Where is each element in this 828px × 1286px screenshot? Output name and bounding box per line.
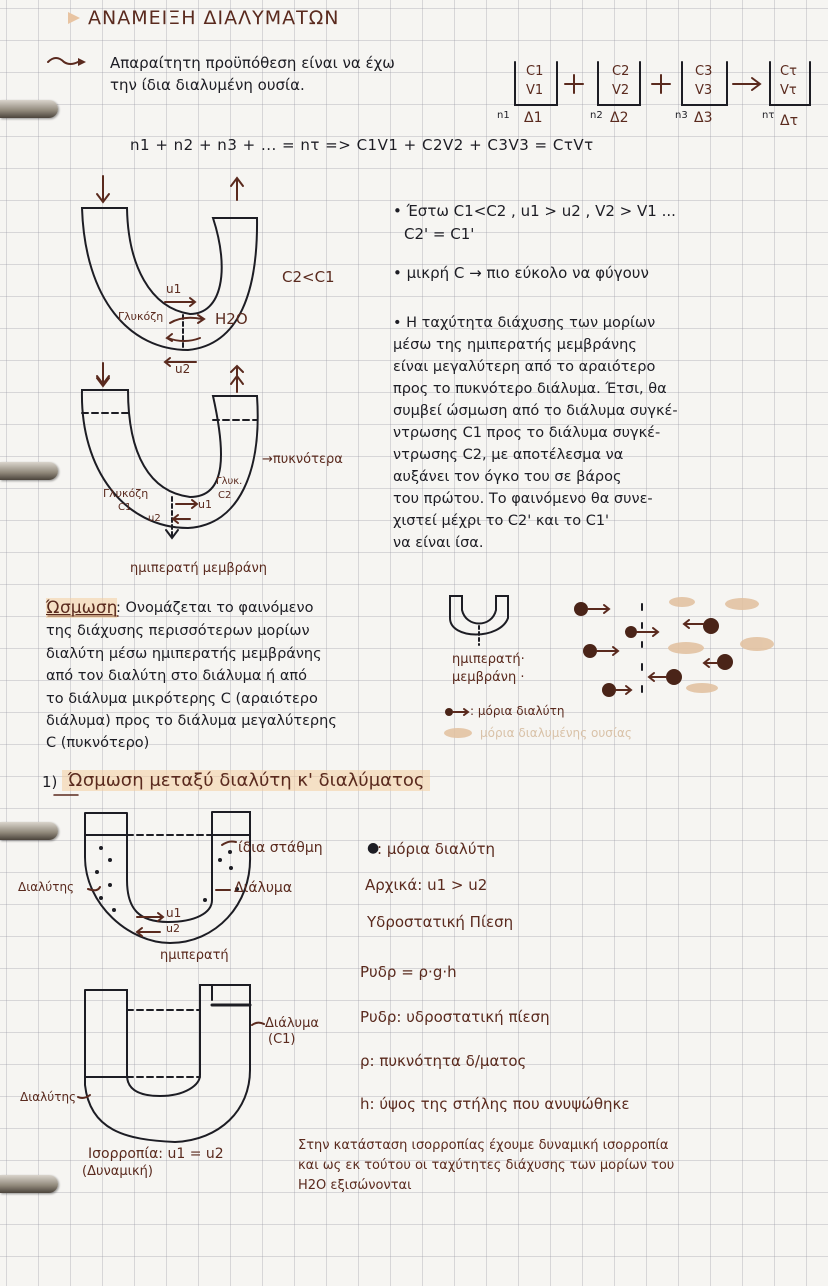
- note-bullet-1: • Έστω C1<C2 , u1 > u2 , V2 > V1 ...: [393, 202, 676, 220]
- legend-solute: μόρια διαλυμένης ουσίας: [480, 726, 632, 740]
- diagram2-c1: C1: [118, 502, 132, 513]
- diagram1-u1: u1: [166, 282, 182, 296]
- intro-line-2: την ίδια διαλυμένη ουσία.: [110, 76, 305, 94]
- osmosis-term: Ώσμωση: [46, 598, 118, 618]
- box-deltat: Δτ: [780, 113, 799, 129]
- conclusion-line2: και ως εκ τούτου οι ταχύτητες διάχυσης τ…: [298, 1158, 675, 1173]
- box-c3: C3: [695, 64, 713, 79]
- legend-solvent: : μόρια διαλύτη: [470, 704, 565, 718]
- osmosis-def-line1: : Ονομάζεται το φαινόμενο: [116, 600, 314, 616]
- binder-ring: [0, 462, 58, 480]
- diagram4-solvent: Διαλύτης: [20, 1090, 77, 1104]
- diagram2-glucose-right: Γλυκ.: [216, 476, 243, 487]
- diagram4-solution: Διάλυμα: [265, 1016, 319, 1031]
- section1-formula: Pυδρ = ρ·g·h: [360, 963, 457, 981]
- diagram2-denser: →πυκνότερα: [262, 452, 343, 467]
- section1-title: Ώσμωση μεταξύ διαλύτη κ' διαλύματος: [62, 770, 431, 791]
- diagram3-solvent: Διαλύτης: [18, 880, 75, 894]
- diagram1-glucose: Γλυκόζη: [118, 310, 164, 323]
- intro-line-1: Απαραίτητη προϋπόθεση είναι να έχω: [110, 54, 395, 72]
- diagram2-u1: u1: [198, 498, 212, 511]
- box-c2: C2: [612, 64, 630, 79]
- box-v1: V1: [526, 83, 544, 98]
- osmosis-def-line6: διάλυμα) προς το διάλυμα μεγαλύτερης: [46, 713, 337, 729]
- diagram1-water: H2O: [215, 310, 248, 328]
- box-delta2: Δ2: [610, 110, 629, 126]
- legend-membrane-line2: μεμβράνη ·: [452, 670, 525, 685]
- section1-def-rho: ρ: πυκνότητα δ/ματος: [360, 1052, 527, 1070]
- binder-ring: [0, 100, 58, 118]
- diagram3-u2: u2: [166, 922, 180, 935]
- box-v3: V3: [695, 83, 713, 98]
- section1-initially: Αρχικά: u1 > u2: [365, 876, 488, 894]
- box-vt: Vτ: [780, 83, 797, 98]
- mixing-equation: n1 + n2 + n3 + ... = nτ => C1V1 + C2V2 +…: [130, 136, 594, 154]
- note-bullet-1-line2: C2' = C1': [404, 225, 475, 243]
- diagram3-same-level: ίδια στάθμη: [238, 840, 323, 856]
- section1-number: 1): [42, 773, 58, 791]
- diagram2-c2: C2: [218, 490, 232, 501]
- section1-hydrostatic-title: Υδροστατική Πίεση: [367, 913, 514, 931]
- diagram2-u2: u2: [148, 513, 161, 524]
- diagram2-glucose-left: Γλυκόζη: [103, 487, 149, 500]
- conclusion-line3: H2O εξισώνονται: [298, 1178, 412, 1193]
- binder-ring: [0, 822, 58, 840]
- note-bullet-2: • μικρή C → πιο εύκολο να φύγουν: [393, 264, 649, 282]
- diagram4-solution-c: (C1): [268, 1032, 296, 1047]
- diagram1-u2: u2: [175, 362, 191, 376]
- section1-dot-icon: ●: [367, 840, 380, 856]
- note-bullet-3: • Η ταχύτητα διάχυσης των μορίων μέσω τη…: [393, 315, 678, 551]
- box-nt: nτ: [762, 110, 775, 121]
- box-delta3: Δ3: [694, 110, 713, 126]
- diagram3-membrane: ημιπερατή: [160, 948, 229, 963]
- box-v2: V2: [612, 83, 630, 98]
- box-n1: n1: [497, 110, 510, 121]
- osmosis-def-line7: C (πυκνότερο): [46, 735, 150, 751]
- diagram4-dynamic: (Δυναμική): [82, 1164, 153, 1179]
- page-title: ΑΝΑΜΕΙΞΗ ΔΙΑΛΥΜΑΤΩΝ: [88, 7, 340, 29]
- osmosis-def-line2: της διάχυσης περισσότερων μορίων: [46, 623, 310, 639]
- section1-legend: : μόρια διαλύτη: [377, 840, 496, 858]
- section1-def-h: h: ύψος της στήλης που ανυψώθηκε: [360, 1095, 630, 1113]
- legend-membrane-line1: ημιπερατή·: [452, 652, 525, 667]
- diagram4-equilibrium: Ισορροπία: u1 = u2: [88, 1146, 224, 1162]
- section1-def-p: Pυδρ: υδροστατική πίεση: [360, 1008, 550, 1026]
- conclusion-line1: Στην κατάσταση ισορροπίας έχουμε δυναμικ…: [298, 1138, 669, 1153]
- osmosis-def-line3: διαλύτη μέσω ημιπερατής μεμβράνης: [46, 646, 322, 662]
- box-n2: n2: [590, 110, 603, 121]
- osmosis-def-line5: το διάλυμα μικρότερης C (αραιότερο: [46, 691, 318, 707]
- box-n3: n3: [675, 110, 688, 121]
- diagram1-concentration: C2<C1: [282, 268, 335, 286]
- box-c1: C1: [526, 64, 544, 79]
- binder-ring: [0, 1175, 58, 1193]
- diagram3-solution: Διάλυμα: [234, 880, 293, 896]
- diagram2-membrane: ημιπερατή μεμβράνη: [130, 561, 267, 576]
- osmosis-def-line4: από τον διαλύτη στο διάλυμα ή από: [46, 668, 307, 684]
- box-ct: Cτ: [780, 64, 797, 79]
- diagram3-u1: u1: [166, 906, 182, 920]
- box-delta1: Δ1: [524, 110, 543, 126]
